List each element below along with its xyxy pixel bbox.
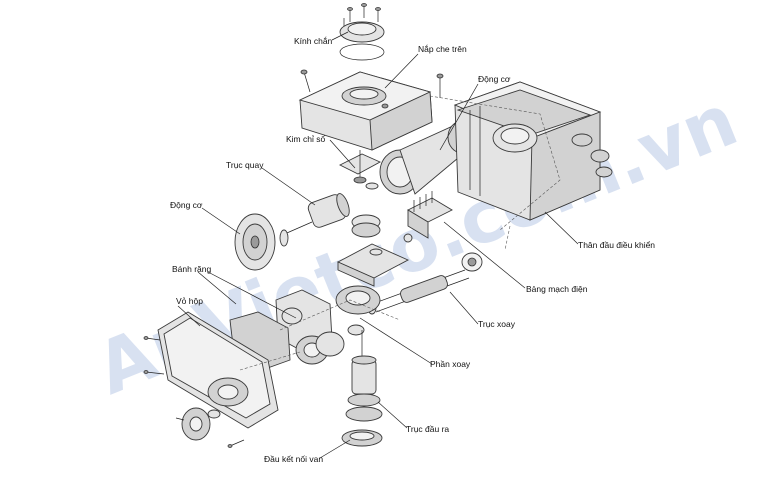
output-shaft-part <box>345 330 383 422</box>
circuit-board-part <box>407 191 453 239</box>
label-motor-left: Động cơ <box>170 200 203 210</box>
label-housing: Vỏ hộp <box>176 296 203 306</box>
label-output-shaft: Trục đầu ra <box>406 424 449 434</box>
control-head-body-part <box>453 81 613 221</box>
label-circuit-board: Bảng mạch điện <box>526 284 588 294</box>
label-top-cover: Nắp che trên <box>418 44 467 54</box>
worm-gear-part <box>335 285 381 336</box>
worm-shaft-part <box>367 269 470 315</box>
leader-lines <box>177 31 579 459</box>
rotating-shaft-part <box>279 193 350 247</box>
valve-coupling-part <box>341 429 383 447</box>
label-worm-gear: Phần xoay <box>430 359 471 369</box>
motor-left-part <box>234 213 276 271</box>
top-cover-part <box>298 69 444 151</box>
label-glass-cover: Kính chắn <box>294 36 333 46</box>
label-gears: Bánh răng <box>172 264 211 274</box>
label-valve-coupling: Đầu kết nối van <box>264 454 323 464</box>
middle-plate-part <box>336 214 483 287</box>
housing-cover-part <box>143 311 279 429</box>
label-motor-top: Động cơ <box>478 74 511 84</box>
label-indicator-needle: Kim chỉ số <box>286 134 325 144</box>
assembly-line <box>504 225 511 251</box>
assembly-line <box>429 95 561 231</box>
hand-wheel-part <box>175 407 245 448</box>
label-control-head-body: Thân đầu điều khiển <box>578 240 655 250</box>
label-rotating-shaft: Trục quay <box>226 160 264 170</box>
assembly-line <box>239 351 301 371</box>
indicator-needle-part <box>338 150 382 190</box>
assembly-line <box>279 299 401 331</box>
label-worm-shaft: Trục xoay <box>478 319 516 329</box>
glass-cover-part <box>339 3 385 61</box>
